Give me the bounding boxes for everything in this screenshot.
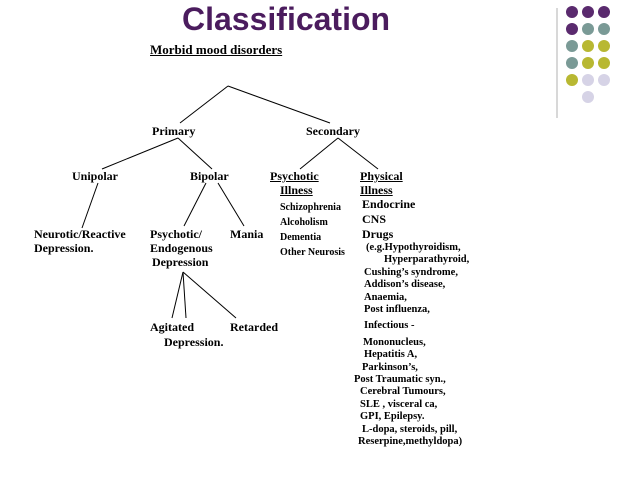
neurotic-node: Neurotic/Reactive Depression. [34, 227, 126, 255]
physical-items-list: Endocrine CNS Drugs [362, 197, 415, 242]
agitated-depression-label: Depression. [164, 335, 224, 349]
psychotic-illness-node: Psychotic Illness [270, 169, 319, 197]
psychotic-label: Psychotic [270, 169, 319, 183]
list-item: (e.g.Hypothyroidism, [366, 242, 461, 253]
mania-node: Mania [230, 227, 264, 241]
olive-dot [582, 40, 594, 52]
decorative-divider [556, 8, 558, 118]
teal-dot [566, 57, 578, 69]
physical-illness-node: Physical Illness [360, 169, 403, 197]
bipolar-node: Bipolar [190, 169, 229, 183]
agitated-node: Agitated [150, 320, 194, 334]
list-item: GPI, Epilepsy. [360, 411, 425, 423]
psychotic-items-list: Schizophrenia Alcoholism Dementia Other … [280, 200, 345, 260]
list-item: Anaemia, [364, 291, 407, 303]
olive-dot [598, 57, 610, 69]
physical-examples-list: (e.g.Hypothyroidism, Hyperparathyroid, C… [354, 242, 469, 449]
psychotic-label-2: Illness [280, 183, 313, 197]
list-item: Dementia [280, 232, 322, 243]
teal-dot [582, 23, 594, 35]
list-item: Cerebral Tumours, [360, 386, 446, 398]
list-item: Infectious - [364, 320, 415, 332]
list-item: Mononucleus, [363, 336, 426, 348]
primary-node: Primary [152, 124, 196, 138]
list-item: Drugs [362, 227, 394, 241]
olive-dot [598, 40, 610, 52]
list-item: L-dopa, steroids, pill, [362, 423, 458, 435]
list-item: Hyperparathyroid, [384, 254, 470, 266]
endogenous-label-2: Endogenous [150, 241, 213, 255]
list-item: Cushing’s syndrome, [364, 266, 458, 278]
endogenous-node: Psychotic/ Endogenous Depression [150, 227, 213, 269]
neurotic-label: Neurotic/Reactive [34, 227, 126, 241]
purple-dot [566, 23, 578, 35]
list-item: Parkinson’s, [362, 361, 418, 373]
list-item: CNS [362, 212, 387, 226]
teal-dot [598, 23, 610, 35]
endogenous-label-3: Depression [152, 255, 209, 269]
physical-label-2: Illness [360, 183, 393, 197]
list-item: Schizophrenia [280, 202, 341, 213]
lavender-dot [582, 91, 594, 103]
unipolar-node: Unipolar [72, 169, 119, 183]
olive-dot [582, 57, 594, 69]
list-item: SLE , visceral ca, [360, 398, 438, 410]
lavender-dot [582, 74, 594, 86]
secondary-node: Secondary [306, 124, 360, 138]
list-item: Other Neurosis [280, 247, 345, 258]
teal-dot [566, 40, 578, 52]
purple-dot [582, 6, 594, 18]
purple-dot [598, 6, 610, 18]
endogenous-label: Psychotic/ [150, 227, 202, 241]
list-item: Endocrine [362, 197, 416, 211]
root-node: Morbid mood disorders [150, 42, 283, 57]
list-item: Post Traumatic syn., [354, 374, 446, 386]
olive-dot [566, 74, 578, 86]
list-item: Alcoholism [280, 217, 328, 228]
neurotic-label-2: Depression. [34, 241, 94, 255]
list-item: Reserpine,methyldopa) [358, 436, 463, 448]
list-item: Hepatitis A, [364, 349, 418, 361]
physical-label: Physical [360, 169, 403, 183]
retarded-node: Retarded [230, 320, 278, 334]
purple-dot [566, 6, 578, 18]
list-item: Addison’s disease, [364, 279, 446, 291]
list-item: Post influenza, [364, 304, 430, 316]
lavender-dot [598, 74, 610, 86]
page-title: Classification [182, 1, 391, 37]
